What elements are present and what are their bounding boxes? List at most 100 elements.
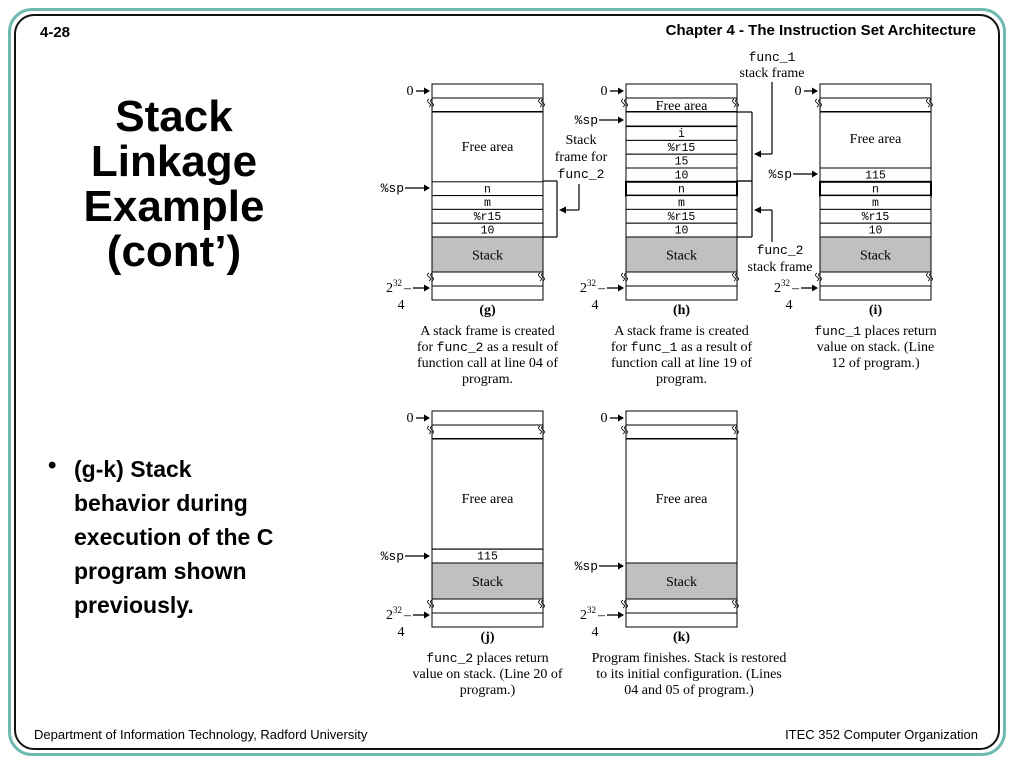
addr-top-exp-j: 32 xyxy=(393,605,402,615)
stack-cell-value-h: 10 xyxy=(675,225,689,238)
func1-frame-label: stack frame xyxy=(740,66,805,81)
slide-outer-border xyxy=(8,8,1006,756)
break-icon xyxy=(621,98,628,108)
panel-i-break-band-top xyxy=(819,97,932,113)
sp-arrow-j-head xyxy=(424,552,430,560)
addr-top-exp-k: 32 xyxy=(587,605,596,615)
panel-label-i: (i) xyxy=(869,303,883,318)
frame-label-g: Stack xyxy=(565,133,596,148)
addr-top-dash-i: – xyxy=(791,281,800,296)
stack-cell-value-h: 10 xyxy=(675,170,689,183)
addr-top-exp-h: 32 xyxy=(587,278,596,288)
stack-region-g xyxy=(431,236,544,273)
stack-cell-value-i: 115 xyxy=(865,170,886,183)
panel-j-zero-arrow-head xyxy=(424,414,430,422)
panel-k-body xyxy=(625,438,738,564)
break-icon xyxy=(538,599,545,609)
panel-k-break-band-bottom xyxy=(625,598,738,614)
addr-top-four-i: 4 xyxy=(786,298,793,313)
break-icon xyxy=(621,599,628,609)
caption-line-h: for func_1 as a result of xyxy=(611,340,753,355)
break-icon xyxy=(732,425,739,435)
panel-h-top-arrow-head xyxy=(618,284,624,292)
footer-right: ITEC 352 Computer Organization xyxy=(785,727,978,742)
caption-line-k: 04 and 05 of program.) xyxy=(624,683,754,698)
caption-line-j: program.) xyxy=(460,683,516,698)
addr-top-four-h: 4 xyxy=(592,298,599,313)
stack-cell-value-g: n xyxy=(484,183,491,196)
page-number: 4-28 xyxy=(40,24,71,41)
break-icon xyxy=(621,425,628,435)
caption-line-g: A stack frame is created xyxy=(420,324,555,339)
sp-label-g: %sp xyxy=(381,181,404,196)
panel-g-zero-arrow-head xyxy=(424,87,430,95)
panel-h-top-row xyxy=(625,83,738,99)
stack-region-h xyxy=(625,236,738,273)
free-area-label-g: Free area xyxy=(462,140,514,155)
panel-i-bottom-row xyxy=(819,285,932,301)
addr-top-base-j: 2 xyxy=(386,608,393,623)
sp-arrow-k-head xyxy=(618,562,624,570)
panel-h-zero-arrow-head xyxy=(618,87,624,95)
caption-line-h: program. xyxy=(656,372,707,387)
panel-label-g: (g) xyxy=(479,303,496,318)
panel-label-j: (j) xyxy=(481,630,495,645)
break-icon xyxy=(732,599,739,609)
stack-cell-value-g: 10 xyxy=(481,225,495,238)
bullet-text: (g-k) Stack behavior during execution of… xyxy=(74,456,274,618)
panel-k-bottom-row xyxy=(625,612,738,628)
panel-g-break-band-top xyxy=(431,97,544,113)
leader-h-func2-arrow-icon xyxy=(754,206,761,214)
caption-line-k: Program finishes. Stack is restored xyxy=(592,651,787,666)
sp-label-h: %sp xyxy=(575,113,598,128)
stack-label-g: Stack xyxy=(472,249,503,264)
panel-j-bottom-row xyxy=(431,612,544,628)
footer-left: Department of Information Technology, Ra… xyxy=(34,727,368,742)
addr-top-base-i: 2 xyxy=(774,281,781,296)
panel-g-top-row xyxy=(431,83,544,99)
frame-label-g-code: func_2 xyxy=(558,167,605,182)
stack-cell-value-g: m xyxy=(484,197,491,210)
caption-line-i: value on stack. (Line xyxy=(817,340,934,355)
stack-cell-value-i: %r15 xyxy=(862,211,890,224)
stack-label-h: Stack xyxy=(666,249,697,264)
panel-j-free-box xyxy=(431,438,544,550)
stack-cell-value-i: m xyxy=(872,197,879,210)
break-icon xyxy=(538,272,545,282)
caption-line-g: for func_2 as a result of xyxy=(417,340,559,355)
addr-top-base-h: 2 xyxy=(580,281,587,296)
addr-top-dash-h: – xyxy=(597,281,606,296)
addr-top-dash-j: – xyxy=(403,608,412,623)
panel-i-top-row xyxy=(819,83,932,99)
panel-k-zero-arrow-head xyxy=(618,414,624,422)
free-area-label-k: Free area xyxy=(656,492,708,507)
stack-cell-value-h: %r15 xyxy=(668,211,696,224)
panel-i-addr-zero: 0 xyxy=(795,84,802,99)
leader-h-func1-arrow-icon xyxy=(754,150,761,158)
addr-top-exp-g: 32 xyxy=(393,278,402,288)
panel-i-free-box xyxy=(819,111,932,169)
panel-h-free-box xyxy=(625,111,738,127)
sp-arrow-g-head xyxy=(424,184,430,192)
panel-h-break-band-bottom xyxy=(625,271,738,287)
break-icon xyxy=(427,98,434,108)
bullet-item: • (g-k) Stack behavior during execution … xyxy=(48,452,338,622)
stack-cell-value-i: n xyxy=(872,183,879,196)
addr-top-four-k: 4 xyxy=(592,625,599,640)
caption-line-i: func_1 places return xyxy=(814,324,936,339)
break-icon xyxy=(538,98,545,108)
title-line: Linkage xyxy=(90,137,258,186)
addr-top-dash-k: – xyxy=(597,608,606,623)
title-line: (cont’) xyxy=(106,227,242,276)
addr-top-four-g: 4 xyxy=(398,298,405,313)
stack-region-i xyxy=(819,236,932,273)
panel-k-top-arrow-head xyxy=(618,611,624,619)
break-icon xyxy=(621,272,628,282)
stack-cell-value-i: 10 xyxy=(869,225,883,238)
panel-h-bottom-row xyxy=(625,285,738,301)
stack-label-j: Stack xyxy=(472,575,503,590)
panel-k-break-band-top xyxy=(625,424,738,440)
caption-line-i: 12 of program.) xyxy=(831,356,920,371)
chapter-title: Chapter 4 - The Instruction Set Architec… xyxy=(665,22,976,39)
